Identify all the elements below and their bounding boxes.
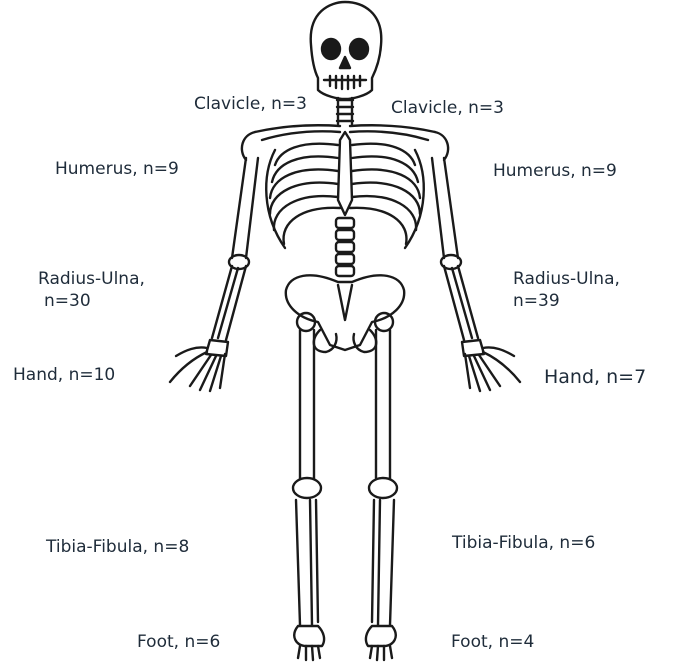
label-foot-right: Foot, n=4 xyxy=(451,631,534,653)
label-radius-ulna-right-name: Radius-Ulna, xyxy=(513,268,620,290)
label-hand-right: Hand, n=7 xyxy=(544,366,646,388)
cervical-spine xyxy=(337,98,353,124)
label-foot-left: Foot, n=6 xyxy=(137,631,220,653)
label-tibia-fibula-right: Tibia-Fibula, n=6 xyxy=(452,532,595,554)
label-hand-left: Hand, n=10 xyxy=(13,364,115,386)
label-tibia-fibula-left: Tibia-Fibula, n=8 xyxy=(46,536,189,558)
label-humerus-right: Humerus, n=9 xyxy=(493,160,617,182)
label-radius-ulna-right: Radius-Ulna, n=39 xyxy=(513,268,620,312)
skull xyxy=(311,2,382,99)
label-clavicle-left: Clavicle, n=3 xyxy=(194,93,307,115)
label-radius-ulna-right-count: n=39 xyxy=(513,290,620,312)
label-clavicle-right: Clavicle, n=3 xyxy=(391,97,504,119)
label-radius-ulna-left-name: Radius-Ulna, xyxy=(38,268,145,290)
lumbar-spine xyxy=(336,218,354,276)
left-arm xyxy=(170,132,258,391)
label-radius-ulna-left-count: n=30 xyxy=(38,290,145,312)
label-radius-ulna-left: Radius-Ulna, n=30 xyxy=(38,268,145,312)
label-humerus-left: Humerus, n=9 xyxy=(55,158,179,180)
left-leg xyxy=(293,313,324,660)
right-leg xyxy=(366,313,397,660)
